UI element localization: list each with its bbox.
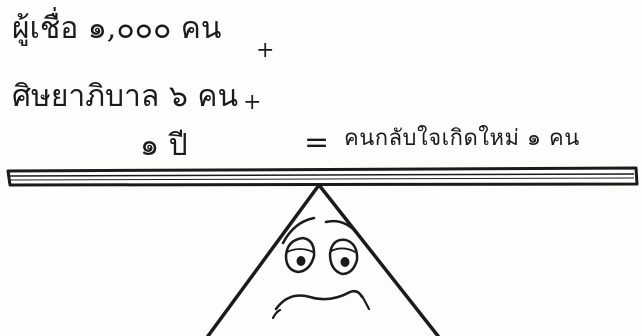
duration-label: ๑ ปี — [140, 128, 188, 163]
equals-sign: = — [304, 125, 330, 160]
plus-sign-2: + — [243, 90, 262, 115]
fulcrum-triangle — [206, 183, 440, 336]
seesaw-plank — [6, 166, 639, 187]
believers-count-label: ผู้เชื่อ ๑,๐๐๐ คน — [12, 11, 222, 46]
sad-face-icon — [271, 216, 371, 320]
result-label: คนกลับใจเกิดใหม่ ๑ คน — [344, 126, 580, 151]
plus-sign-1: + — [256, 38, 275, 63]
pastors-count-label: ศิษยาภิบาล ๖ คน — [12, 79, 238, 114]
